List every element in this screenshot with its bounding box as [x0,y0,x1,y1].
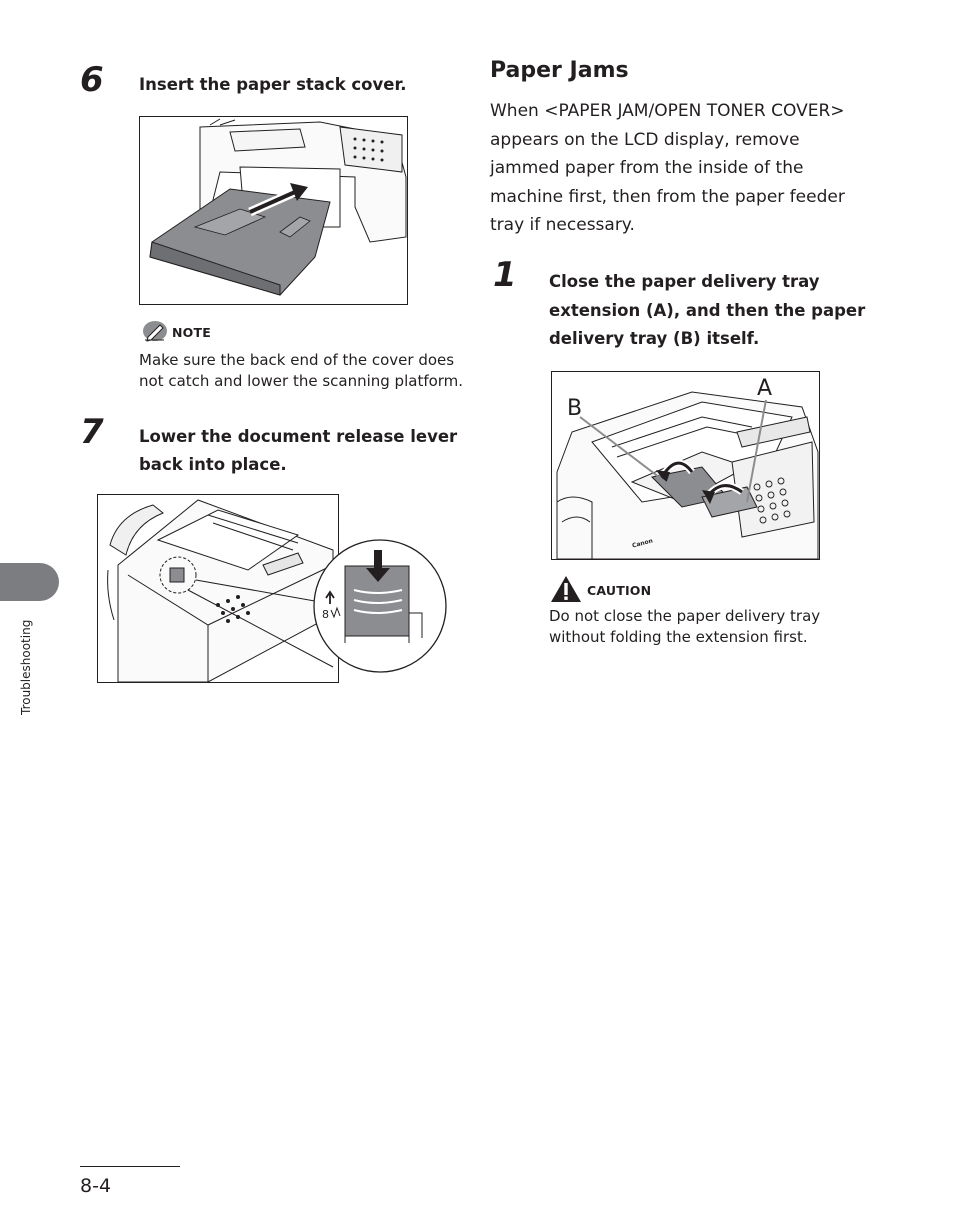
step-6-number: 6 [80,60,104,100]
callout-label-a: A [757,376,773,401]
section-title: Paper Jams [490,58,629,83]
footer-rule [80,1166,180,1167]
step-1-text-line2: extension (A), and then the paper [549,301,866,320]
caution-label: CAUTION [587,583,652,598]
note-label: NOTE [172,325,211,340]
step-6-text: Insert the paper stack cover. [139,75,407,94]
lever-zoom-callout: 8 [312,538,448,674]
figure-document-release-lever [97,494,339,683]
chapter-label: Troubleshooting [19,619,33,715]
step-1-text-line1: Close the paper delivery tray [549,272,820,291]
step-7-text-line1: Lower the document release lever [139,427,458,446]
page-number: 8-4 [80,1175,112,1197]
caution-icon [550,575,582,603]
section-intro: When <PAPER JAM/OPEN TONER COVER> appear… [490,101,845,236]
chapter-tab [0,563,59,601]
step-1-number: 1 [493,255,517,295]
note-text: Make sure the back end of the cover does… [139,351,464,390]
callout-label-b: B [567,396,583,421]
caution-text: Do not close the paper delivery tray wit… [549,607,821,646]
step-7-number: 7 [80,412,104,452]
figure-paper-stack-cover [139,116,408,305]
pencil-icon [142,320,168,342]
step-7-text-line2: back into place. [139,455,287,474]
svg-text:8: 8 [322,608,329,621]
step-1-text-line3: delivery tray (B) itself. [549,329,760,348]
figure-delivery-tray: B A Canon [551,371,820,560]
